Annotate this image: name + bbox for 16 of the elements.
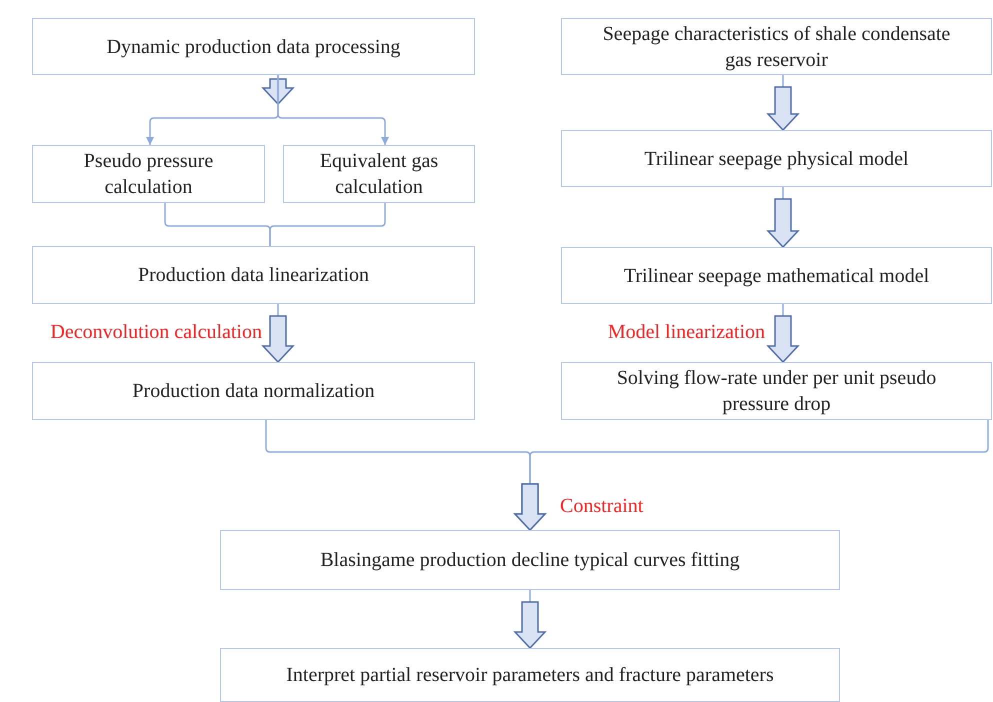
process-box: Dynamic production data processing <box>32 18 475 75</box>
bracket-line <box>269 203 386 246</box>
process-box: Equivalent gas calculation <box>283 145 475 203</box>
process-box: Production data normalization <box>32 362 475 420</box>
process-box: Trilinear seepage mathematical model <box>561 247 992 304</box>
edge-label: Deconvolution calculation <box>50 320 262 344</box>
process-box: Production data linearization <box>32 246 475 304</box>
process-box: Interpret partial reservoir parameters and fracture parameters <box>220 648 840 702</box>
bracket-arrow <box>277 75 389 145</box>
edge-label: Model linearization <box>608 320 765 344</box>
process-box: Pseudo pressure calculation <box>32 145 265 203</box>
process-box: Trilinear seepage physical model <box>561 130 992 187</box>
process-box: Seepage characteristics of shale condensate gas reservoir <box>561 18 992 75</box>
process-box: Blasingame production decline typical curves fitting <box>220 530 840 590</box>
process-box: Solving flow-rate under per unit pseudo pressure drop <box>561 362 992 420</box>
edge-label: Constraint <box>560 494 644 518</box>
